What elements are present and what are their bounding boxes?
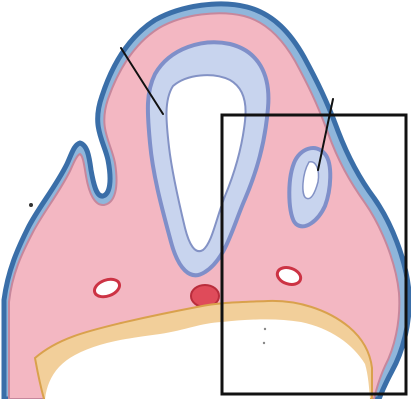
- speck-3: [263, 342, 265, 344]
- speck-1: [29, 203, 33, 207]
- speck-2: [264, 328, 266, 330]
